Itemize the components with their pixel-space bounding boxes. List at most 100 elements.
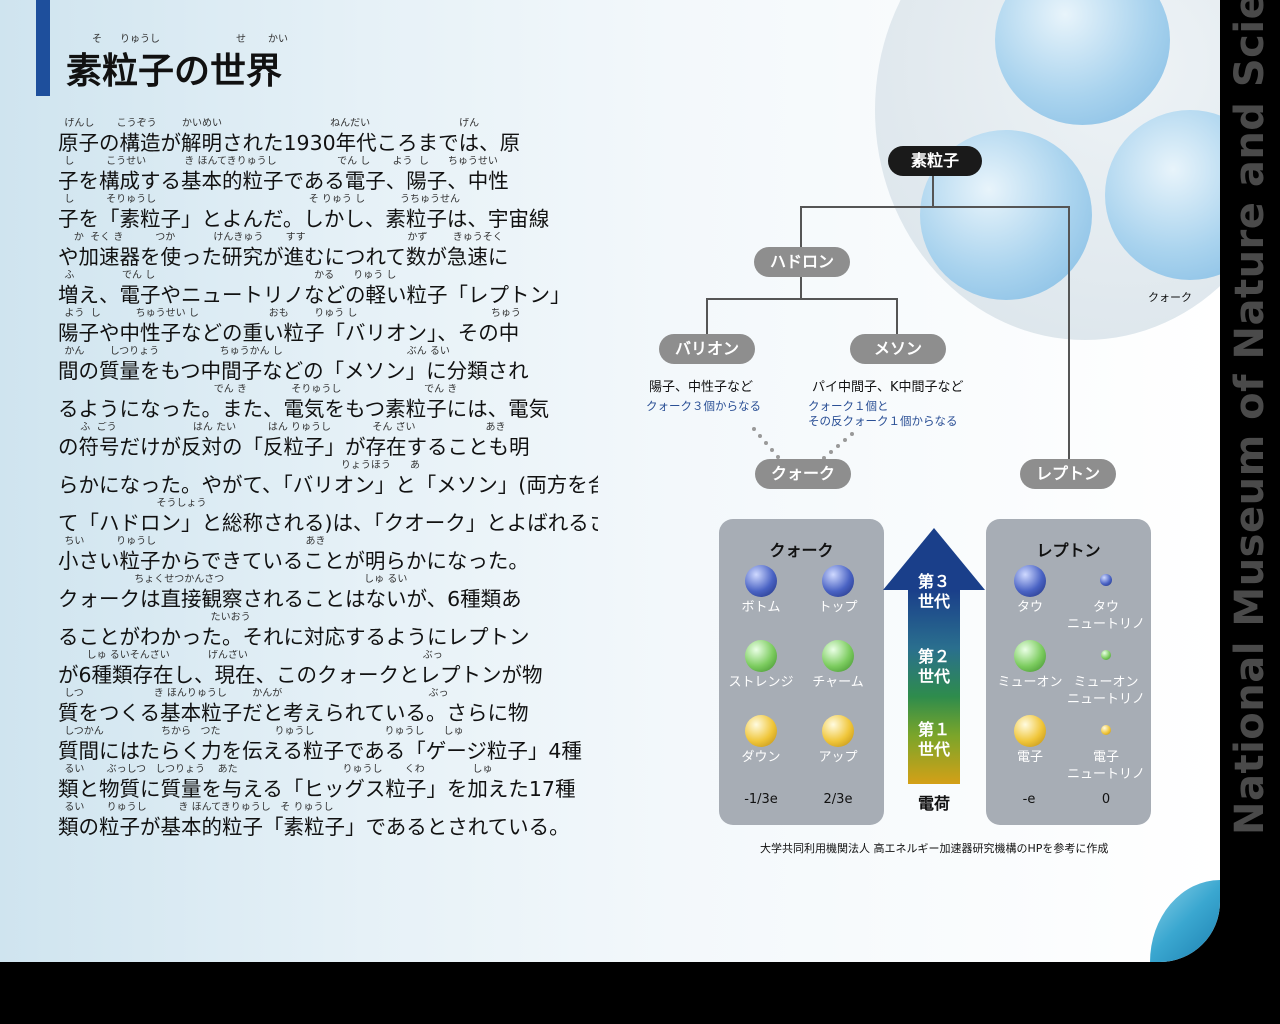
particle-label: ストレンジ xyxy=(728,675,794,690)
body-line: らかになった。やがて、「バリオン」と「メソン」(両方を合わせ xyxy=(58,473,598,497)
quark-panel: クォーク ボトム トップ ストレンジ チャーム ダウン アップ -1/3e 2/… xyxy=(719,519,884,825)
furigana-line: ふ でん し かる りゅう し xyxy=(58,270,397,281)
muon-neutrino-ball xyxy=(1101,650,1111,660)
furigana-line: でん き そりゅうし でん き xyxy=(58,384,458,395)
furigana-line: し そりゅうし そ りゅう し うちゅうせん xyxy=(58,194,461,205)
body-line: の符号だけが反対の「反粒子」が存在することも明 xyxy=(58,435,530,459)
quark-panel-title: クォーク xyxy=(769,541,834,560)
furigana-line: るい りゅうし き ほんてきりゅうし そ りゅうし xyxy=(58,802,334,813)
body-line: て「ハドロン」と総称される)は、「クオーク」とよばれるさらに xyxy=(58,511,598,535)
side-strip xyxy=(1220,0,1280,1024)
furigana-line: か そく き つか けんきゅう すす かず きゅうそく xyxy=(58,232,503,243)
body-line: 子を「素粒子」とよんだ。しかし、素粒子は、宇宙線 xyxy=(58,207,550,231)
arrow-head xyxy=(883,528,985,590)
furigana-line: ちょくせつかんさつ しゅ るい xyxy=(58,574,408,585)
body-line: 子を構成する基本的粒子である電子、陽子、中性 xyxy=(58,169,509,193)
arrow-shaft xyxy=(908,590,960,784)
up-quark-ball xyxy=(822,715,854,747)
body-line: 陽子や中性子などの重い粒子「バリオン」、その中 xyxy=(58,321,520,345)
body-line: 間の質量をもつ中間子などの「メソン」に分類され xyxy=(58,359,529,383)
body-line: や加速器を使った研究が進むにつれて数が急速に xyxy=(58,245,509,269)
quark-bubble-caption: クォーク xyxy=(1148,291,1192,304)
page: そ りゅうし せ かい 素粒子の世界 げんし こうぞう かいめい ねんだい げん… xyxy=(0,0,1220,962)
muon-ball xyxy=(1014,640,1046,672)
particle-label: タウニュートリノ xyxy=(1066,600,1145,632)
dotted-connector xyxy=(776,455,780,459)
particle-label: タウ xyxy=(1016,600,1043,615)
bottom-quark-ball xyxy=(745,565,777,597)
tree-line xyxy=(896,298,898,334)
tree-line xyxy=(932,176,934,206)
title-accent-bar xyxy=(36,0,50,96)
particle-label: 電子 xyxy=(1016,750,1043,765)
tree-line xyxy=(800,276,802,298)
particle-label: 電子ニュートリノ xyxy=(1066,750,1145,782)
particle-label: ミューオンニュートリノ xyxy=(1066,675,1145,707)
dotted-connector xyxy=(836,444,840,448)
node-lepton: レプトン xyxy=(1020,459,1116,489)
tree-line xyxy=(800,206,1070,208)
lepton-panel-title: レプトン xyxy=(1036,541,1101,560)
body-line: 質をつくる基本粒子だと考えられている。さらに物 xyxy=(58,701,529,725)
particle-label: ミューオン xyxy=(997,675,1063,690)
dotted-connector xyxy=(850,432,854,436)
tau-ball xyxy=(1014,565,1046,597)
body-line: るようになった。また、電気をもつ素粒子には、電気 xyxy=(58,397,550,421)
strange-quark-ball xyxy=(745,640,777,672)
electron-ball xyxy=(1014,715,1046,747)
tree-line xyxy=(800,206,802,248)
tau-neutrino-ball xyxy=(1100,574,1112,586)
furigana-line: るい ぶっしつ しつりょう あた りゅうし くわ しゅ xyxy=(58,764,493,775)
electron-neutrino-ball xyxy=(1101,725,1111,735)
particle-label: ボトム xyxy=(741,600,781,615)
furigana-line: しつかん ちから つた りゅうし りゅうし しゅ xyxy=(58,726,464,737)
title-ruby: せ xyxy=(236,34,246,45)
side-title: National Museum of Nature and Science xyxy=(1227,0,1273,835)
particle-label: チャーム xyxy=(812,675,864,690)
node-quark: クォーク xyxy=(755,459,851,489)
bottom-strip xyxy=(0,962,1280,1024)
body-line: ることがわかった。それに対応するようにレプトン xyxy=(58,625,530,649)
furigana-line: しゅ るいそんざい げんざい ぶっ xyxy=(58,650,443,661)
body-line: 増え、電子やニュートリノなどの軽い粒子「レプトン」 xyxy=(58,283,571,307)
tree-line xyxy=(706,298,898,300)
meson-sub-note-2: その反クォーク１個からなる xyxy=(808,414,958,428)
particle-label: トップ xyxy=(818,600,858,615)
furigana-line: かん しつりょう ちゅうかん し ぶん るい xyxy=(58,346,450,357)
node-hadron: ハドロン xyxy=(754,247,850,277)
body-line: クォークは直接観察されることはないが、6種類あ xyxy=(58,587,522,611)
dotted-connector xyxy=(829,450,833,454)
furigana-line: ふ ごう はん たい はん りゅうし そん ざい あき xyxy=(58,422,506,433)
dotted-connector xyxy=(758,434,762,438)
body-line: 原子の構造が解明された1930年代ころまでは、原 xyxy=(58,131,521,155)
body-text: げんし こうぞう かいめい ねんだい げん原子の構造が解明された1930年代ころ… xyxy=(58,118,598,840)
furigana-line: りょうほう あ xyxy=(58,460,420,471)
charm-quark-ball xyxy=(822,640,854,672)
tree-line xyxy=(706,298,708,334)
body-line: 類と物質に質量を与える「ヒッグス粒子」を加えた17種 xyxy=(58,777,576,801)
title-ruby: そ xyxy=(92,34,102,45)
top-quark-ball xyxy=(822,565,854,597)
quark-charge: 2/3e xyxy=(823,792,853,807)
particle-label: アップ xyxy=(818,750,858,765)
title-ruby: りゅうし xyxy=(120,34,160,45)
lepton-charge: -e xyxy=(1022,792,1036,807)
furigana-line: し こうせい き ほんてきりゅうし でん し よう し ちゅうせい xyxy=(58,156,498,167)
body-line: 質間にはたらく力を伝える粒子である「ゲージ粒子」4種 xyxy=(58,739,582,763)
quark-charge: -1/3e xyxy=(744,792,778,807)
dotted-connector xyxy=(822,456,826,460)
body-line: 小さい粒子からできていることが明らかになった。 xyxy=(58,549,529,573)
body-line: が6種類存在し、現在、このクォークとレプトンが物 xyxy=(58,663,543,687)
down-quark-ball xyxy=(745,715,777,747)
furigana-line: そうしょう xyxy=(58,498,207,509)
dotted-connector xyxy=(764,441,768,445)
charge-label: 電荷 xyxy=(917,794,950,813)
dotted-connector xyxy=(752,427,756,431)
lepton-panel: レプトン タウ タウニュートリノ ミューオン ミューオンニュートリノ 電子 電子… xyxy=(986,519,1151,825)
node-baryon: バリオン xyxy=(659,334,755,364)
body-line: 類の粒子が基本的粒子「素粒子」であるとされている。 xyxy=(58,815,570,839)
meson-sub-note-1: クォーク１個と xyxy=(808,399,889,413)
